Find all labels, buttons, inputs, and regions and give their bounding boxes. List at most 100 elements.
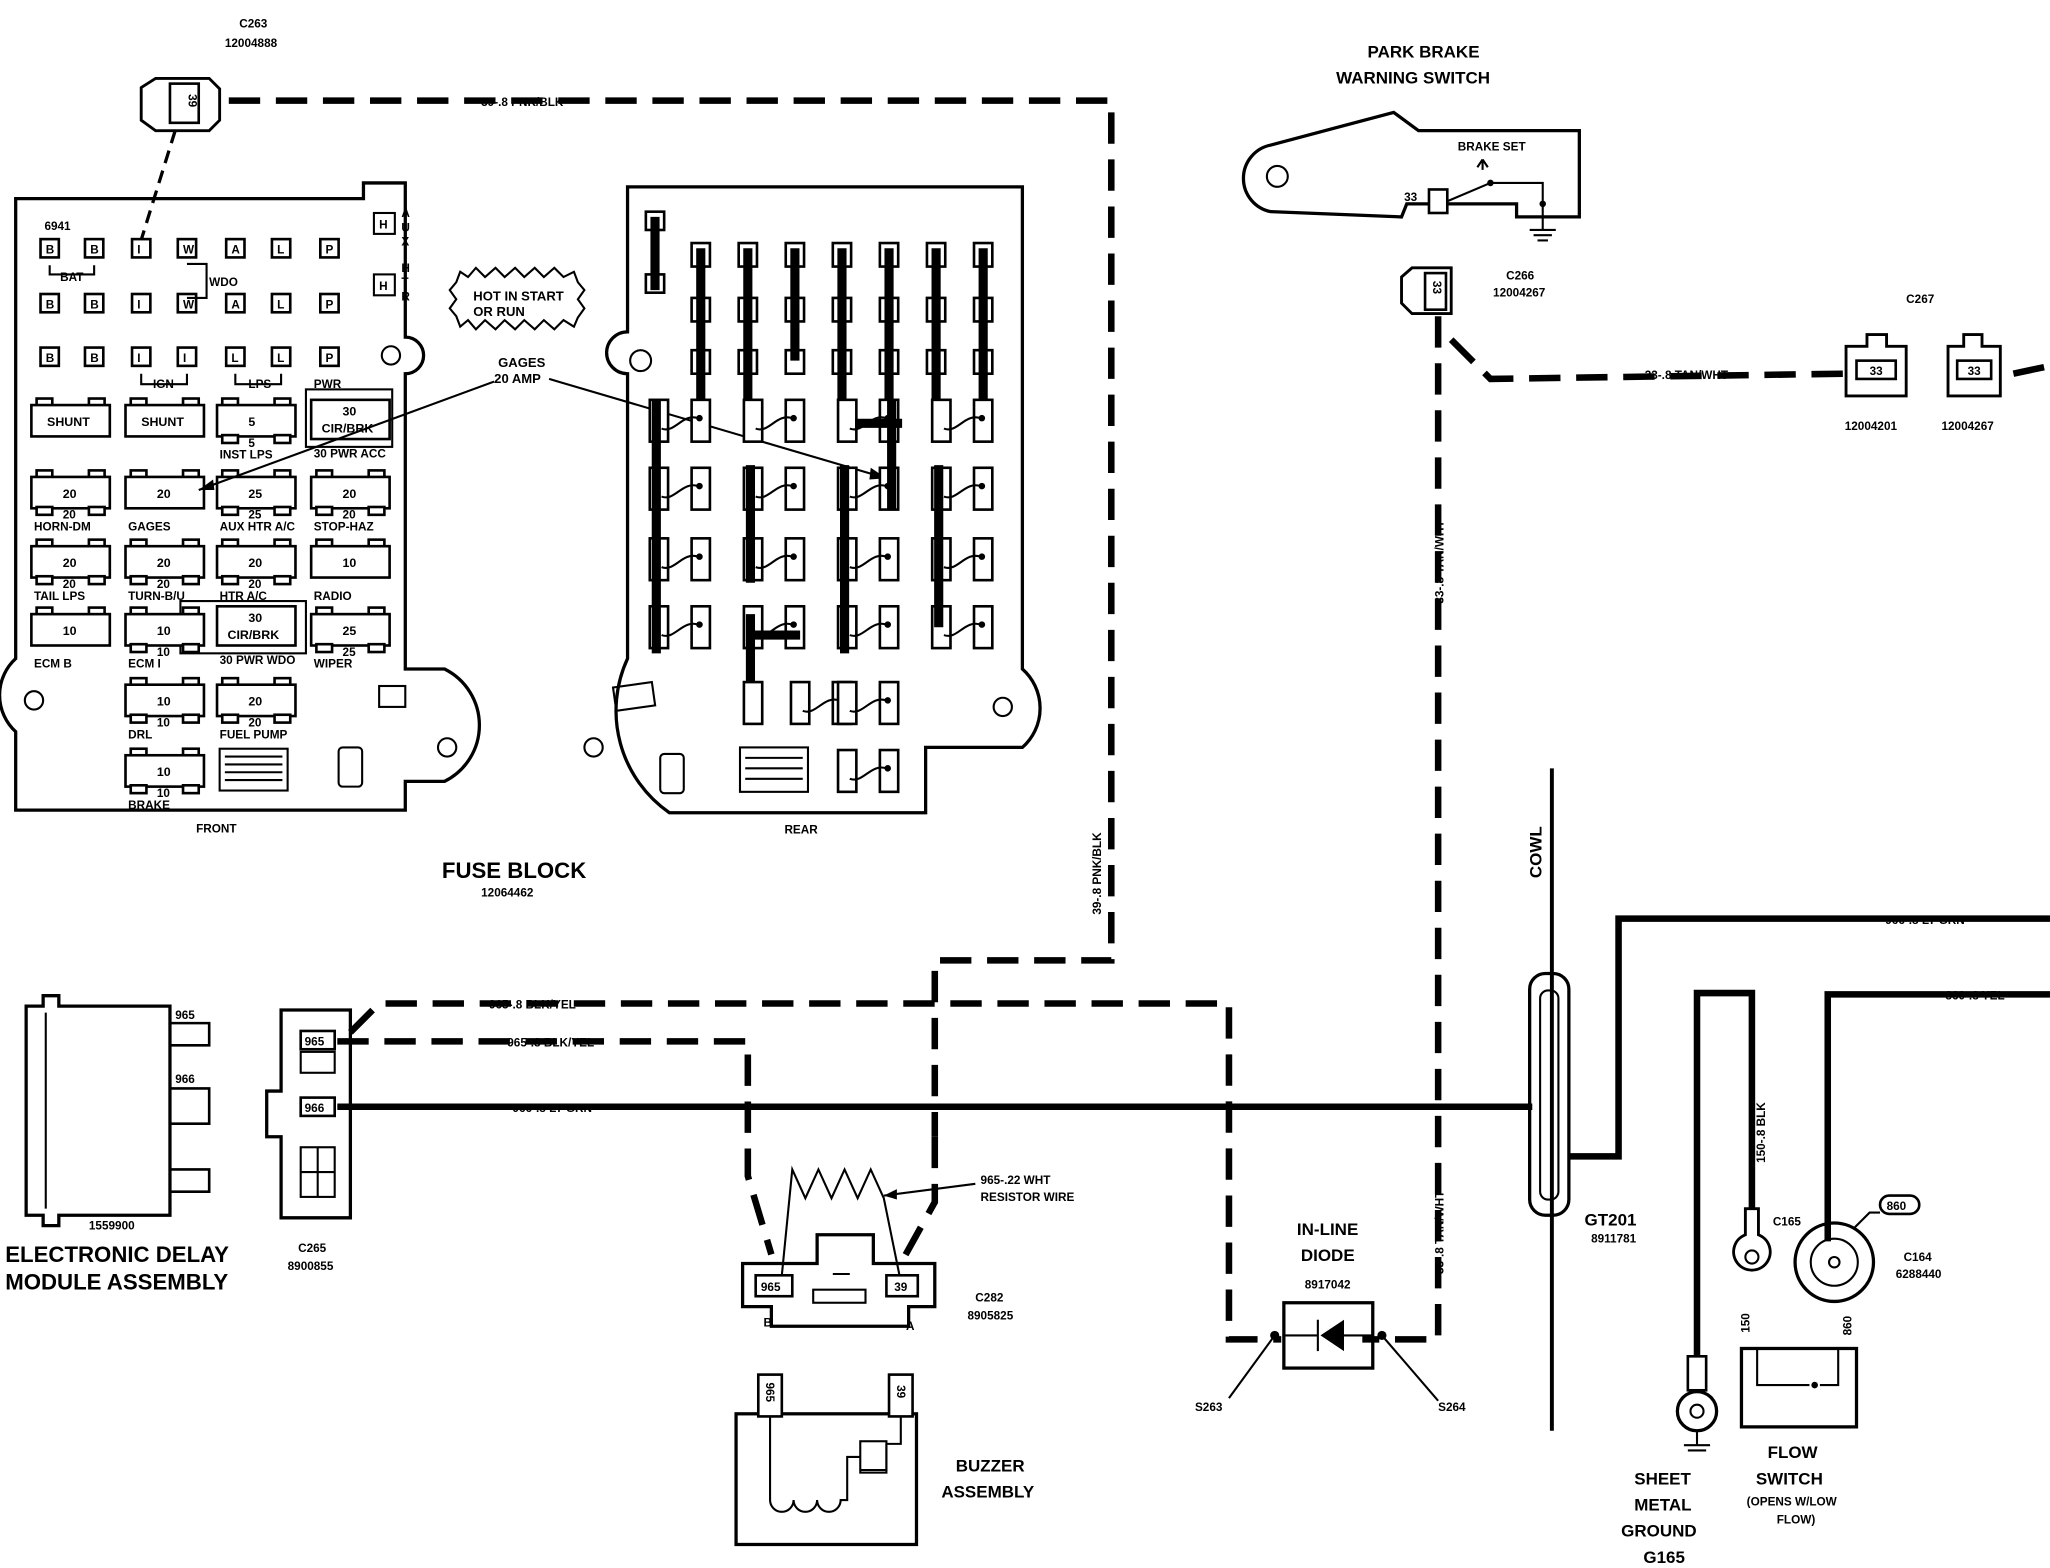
wire-33-horizontal [1448, 337, 1844, 383]
terminal-letter: L [231, 352, 238, 365]
terminal-front-mid-letters-0: B [39, 292, 61, 314]
flow-switch-pin-150: 150 [1739, 1313, 1752, 1333]
terminal-letter: B [46, 298, 55, 311]
fuse-label: FUEL PUMP [220, 728, 288, 741]
fuse-label: ECM I [128, 658, 161, 671]
fuse-sub-value: 20 [63, 509, 77, 522]
fuse-sub-value: 25 [248, 509, 262, 522]
fuse-label: BRAKE [128, 799, 170, 812]
terminal-front-top-letters-0: B [39, 237, 61, 259]
terminal-letter: P [326, 352, 334, 365]
splice-s264: S264 [1438, 1401, 1466, 1414]
buzzer-label-2: ASSEMBLY [941, 1482, 1035, 1501]
fuse-value: 25 [343, 624, 357, 638]
fuse-sub-value: 20 [157, 578, 171, 591]
fuse-sub-value: 10 [157, 717, 171, 730]
diode-part-number: 8917042 [1305, 1278, 1351, 1291]
c164-pin-860: 860 [1887, 1200, 1907, 1213]
c266-part-number: 12004267 [1493, 287, 1546, 300]
terminal-front-top-letters-6: P [319, 237, 340, 259]
gages-callout-text-2: 20 AMP [494, 371, 541, 386]
fuse-sub-value: 20 [248, 578, 262, 591]
c164-part-number: 6288440 [1896, 1268, 1942, 1281]
fuse-value-2: CIR/BRK [322, 422, 374, 436]
park-brake-pin-33: 33 [1404, 191, 1418, 204]
wire-860-right [1824, 991, 2050, 1242]
fuse-sub-value: 20 [63, 578, 77, 591]
terminal-letter: W [183, 298, 195, 311]
fuse-label: TAIL LPS [34, 590, 85, 603]
wire-33-vertical-label-upper: 33-.8 TAN/WHT [1433, 520, 1446, 604]
terminal-letter: B [90, 352, 99, 365]
fuse-value: 10 [157, 695, 171, 709]
flow-switch-pin-860: 860 [1841, 1315, 1854, 1335]
flow-switch-label-4: FLOW) [1777, 1514, 1816, 1527]
park-brake-switch: PARK BRAKE WARNING SWITCH BRAKE SET 33 [1241, 42, 1581, 242]
terminal-letter: L [277, 298, 284, 311]
sheet-metal-label-1: SHEET [1634, 1469, 1691, 1488]
fuse-value: 10 [343, 556, 357, 570]
wire-39-top-label: 39-.8 PNK/BLK [481, 96, 564, 109]
electronic-delay-module: 965 966 1559900 ELECTRONIC DELAY MODULE … [5, 994, 229, 1295]
terminal-letter: A [231, 298, 240, 311]
wire-33-vertical-label-lower: 33-.8 TAN/WHT [1433, 1190, 1446, 1274]
c267-part-b: 12004267 [1941, 420, 1994, 433]
hot-in-start-badge: HOT IN START OR RUN [448, 266, 586, 331]
resistor-label-2: RESISTOR WIRE [981, 1191, 1075, 1204]
htr-letter-h: H [401, 262, 410, 275]
c266-pin-33: 33 [1430, 281, 1443, 295]
fuse-sub-value: 20 [343, 509, 357, 522]
terminal-front-top-letters-2: I [130, 237, 152, 259]
edm-pin-965: 965 [175, 1009, 195, 1022]
c267-pin-33-b: 33 [1968, 365, 1982, 378]
fuse-label: WIPER [314, 658, 353, 671]
fuse-value: 10 [157, 624, 171, 638]
edm-title-1: ELECTRONIC DELAY [5, 1242, 229, 1267]
terminal-letter: I [137, 298, 140, 311]
c263-pin-39: 39 [185, 94, 198, 108]
fuse-sub-value: 25 [343, 646, 357, 659]
c267-pin-33-a: 33 [1870, 365, 1884, 378]
park-brake-title-2: WARNING SWITCH [1336, 69, 1490, 88]
fuse-value: 20 [63, 487, 77, 501]
c263-part-number: 12004888 [225, 37, 278, 50]
group-label-wdo: WDO [209, 276, 238, 289]
edm-pin-966: 966 [175, 1073, 195, 1086]
terminal-front-low-letters-4: L [224, 346, 246, 368]
wire-965-a-label: 965-.8 BLK/YEL [489, 999, 576, 1012]
c282-pin-39: 39 [894, 1281, 908, 1294]
c282-label: C282 [975, 1291, 1004, 1304]
wire-39-top [228, 97, 1115, 1137]
gt201-connector: GT201 8911781 [1528, 971, 1637, 1246]
terminal-letter: A [231, 243, 240, 256]
rear-label: REAR [784, 824, 818, 837]
wire-965-a [348, 1000, 1282, 1343]
c282-pin-b-label: B [764, 1316, 773, 1329]
gt201-label: GT201 [1585, 1211, 1637, 1230]
group-label-ign: IGN [153, 378, 174, 391]
c282-connector: 965 39 B A C282 8905825 [740, 1233, 1014, 1333]
fuse-value: 20 [157, 556, 171, 570]
terminal-front-mid-letters-1: B [83, 292, 105, 314]
terminal-front-low-letters-5: L [270, 346, 292, 368]
terminal-front-low-letters-3: I [176, 346, 198, 368]
fuse-value: 20 [157, 487, 171, 501]
fuse-puller [218, 747, 289, 792]
fuse-block-title: FUSE BLOCK [442, 858, 586, 883]
fuse-label: GAGES [128, 521, 171, 534]
terminal-letter: I [137, 352, 140, 365]
front-label: FRONT [196, 822, 237, 835]
c267-part-a: 12004201 [1845, 420, 1898, 433]
diode-title-1: IN-LINE [1297, 1220, 1358, 1239]
c282-pin-965: 965 [761, 1281, 781, 1294]
